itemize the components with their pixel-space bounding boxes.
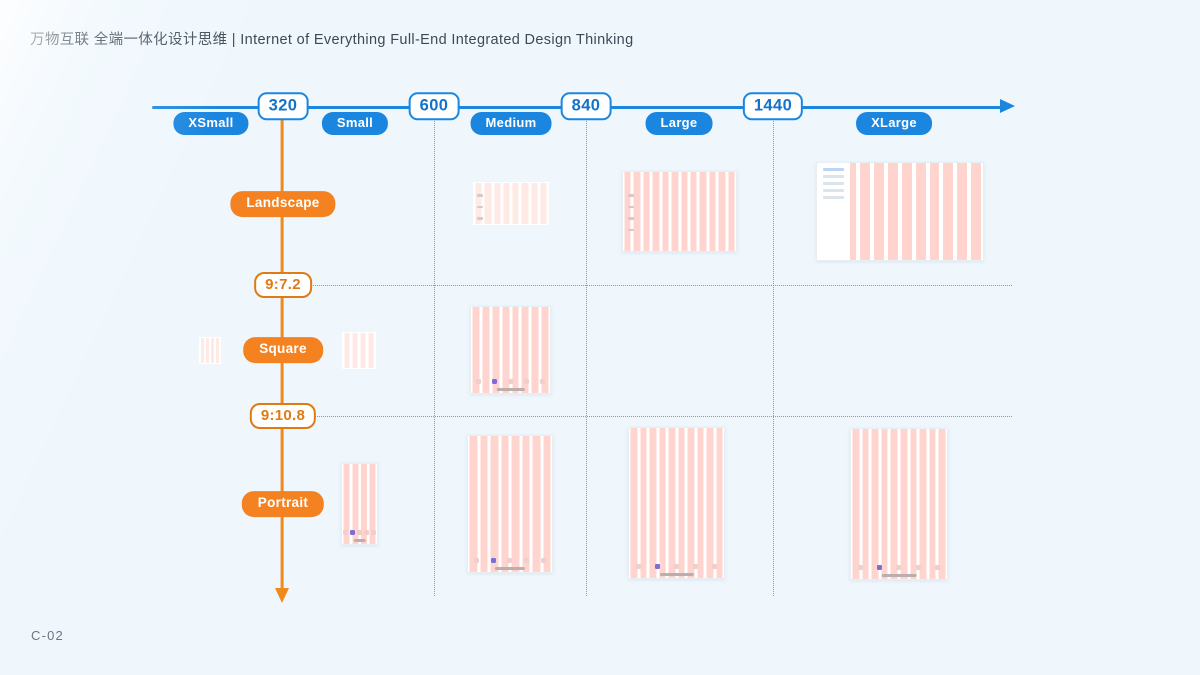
tab-bar-icon[interactable] [476, 379, 482, 384]
content-ticks [476, 194, 483, 224]
page-title: 万物互联 全端一体化设计思维 | Internet of Everything … [30, 32, 634, 48]
orientation-axis-arrow-icon [275, 588, 289, 603]
tab-bar-icon[interactable] [896, 565, 902, 570]
bottom-tab-bar[interactable] [851, 563, 947, 572]
home-indicator [881, 574, 917, 577]
tab-bar-icon[interactable] [877, 565, 883, 570]
breakpoint-node-1440[interactable]: 1440 [742, 92, 804, 120]
column-grid-overlay [342, 464, 377, 544]
bottom-tab-bar[interactable] [629, 562, 724, 571]
breakpoint-guide-840 [586, 118, 587, 596]
tab-bar-icon[interactable] [712, 564, 717, 569]
breakpoint-range-medium[interactable]: Medium [470, 112, 552, 136]
tab-bar-icon[interactable] [636, 564, 641, 569]
device-landscape-medium[interactable] [473, 182, 549, 225]
tab-bar-icon[interactable] [858, 565, 864, 570]
device-square-small[interactable] [342, 332, 376, 369]
column-grid-overlay [623, 172, 736, 251]
tab-bar-icon[interactable] [357, 530, 362, 535]
tab-bar-icon[interactable] [507, 558, 513, 563]
tab-bar-icon[interactable] [934, 565, 940, 570]
row-separator-0 [300, 285, 1012, 286]
tab-bar-icon[interactable] [507, 379, 513, 384]
tab-bar-icon[interactable] [492, 379, 498, 384]
tab-bar-icon[interactable] [915, 565, 921, 570]
nav-rail-item[interactable] [823, 175, 845, 178]
tab-bar-icon[interactable] [490, 558, 496, 563]
breakpoint-range-xsmall[interactable]: XSmall [173, 112, 249, 136]
bottom-tab-bar[interactable] [468, 556, 552, 565]
breakpoint-node-600[interactable]: 600 [408, 92, 460, 120]
side-nav-rail[interactable] [817, 163, 851, 260]
nav-rail-item[interactable] [823, 196, 845, 199]
device-portrait-medium[interactable] [467, 435, 553, 573]
home-indicator [659, 573, 694, 576]
tab-bar-icon[interactable] [523, 379, 529, 384]
orientation-pill-landscape[interactable]: Landscape [230, 191, 336, 217]
tab-bar-icon[interactable] [655, 564, 660, 569]
nav-rail-item[interactable] [823, 182, 845, 185]
column-grid-overlay [200, 338, 220, 363]
aspect-ratio-node-0[interactable]: 9:7.2 [254, 272, 312, 298]
tab-bar-icon[interactable] [473, 558, 479, 563]
tab-bar-icon[interactable] [350, 530, 355, 535]
column-grid-overlay [468, 436, 552, 572]
tab-bar-icon[interactable] [364, 530, 369, 535]
aspect-ratio-node-1[interactable]: 9:10.8 [249, 403, 317, 429]
column-grid-overlay [629, 428, 724, 578]
column-grid-overlay [343, 333, 375, 368]
column-grid-overlay [471, 307, 550, 393]
column-grid-overlay [474, 183, 548, 224]
orientation-pill-square[interactable]: Square [243, 337, 323, 363]
device-portrait-small[interactable] [341, 463, 378, 545]
bottom-tab-bar[interactable] [342, 528, 377, 537]
tab-bar-icon[interactable] [371, 530, 376, 535]
home-indicator [496, 388, 525, 391]
home-indicator [353, 539, 366, 542]
device-square-xsmall[interactable] [199, 337, 221, 364]
tab-bar-icon[interactable] [524, 558, 530, 563]
column-grid-overlay [851, 429, 947, 579]
device-landscape-large[interactable] [622, 171, 737, 252]
nav-rail-item[interactable] [823, 189, 845, 192]
tab-bar-icon[interactable] [541, 558, 547, 563]
tab-bar-icon[interactable] [693, 564, 698, 569]
device-landscape-xlarge[interactable] [816, 162, 984, 261]
breakpoint-range-large[interactable]: Large [645, 112, 713, 136]
tab-bar-icon[interactable] [674, 564, 679, 569]
breakpoint-guide-600 [434, 118, 435, 596]
breakpoint-range-small[interactable]: Small [321, 112, 389, 136]
tab-bar-icon[interactable] [539, 379, 545, 384]
row-separator-1 [300, 416, 1012, 417]
orientation-pill-portrait[interactable]: Portrait [241, 491, 325, 517]
bottom-tab-bar[interactable] [471, 377, 550, 386]
device-portrait-xlarge[interactable] [850, 428, 948, 580]
device-square-medium[interactable] [470, 306, 551, 394]
content-ticks [627, 194, 634, 240]
slide-code: C-02 [31, 628, 64, 643]
tab-bar-icon[interactable] [343, 530, 348, 535]
breakpoint-node-320[interactable]: 320 [257, 92, 309, 120]
breakpoint-range-xlarge[interactable]: XLarge [856, 112, 932, 136]
home-indicator [494, 567, 526, 570]
breakpoint-node-840[interactable]: 840 [560, 92, 612, 120]
breakpoint-guide-1440 [773, 118, 774, 596]
breakpoint-axis-arrow-icon [1000, 99, 1015, 113]
device-portrait-large[interactable] [628, 427, 725, 579]
nav-rail-item[interactable] [823, 168, 845, 171]
